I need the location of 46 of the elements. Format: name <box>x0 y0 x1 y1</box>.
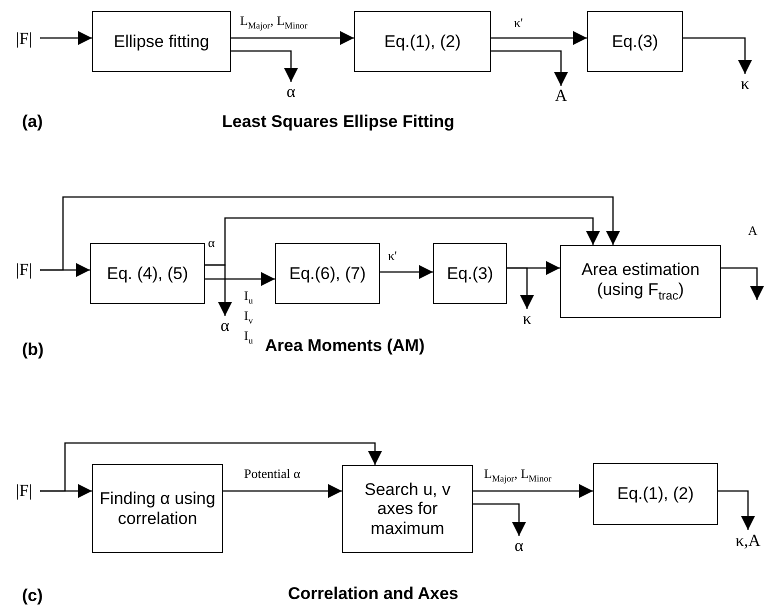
process-box: Eq. (4), (5) <box>90 243 205 304</box>
process-box: Eq.(3) <box>433 243 507 304</box>
edge-label: L$_{Major}$, L$_{Minor}$ <box>484 467 552 484</box>
process-box: Finding α using correlation <box>92 464 223 553</box>
arrow <box>40 196 620 271</box>
arrow <box>473 503 526 536</box>
process-box: Eq.(6), (7) <box>275 243 380 304</box>
symbol-label: α <box>217 316 233 336</box>
panel-letter: (c) <box>22 586 43 606</box>
arrow <box>40 31 92 45</box>
arrow <box>231 31 354 45</box>
panel-letter: (b) <box>22 340 44 360</box>
arrow <box>205 272 275 286</box>
symbol-label: κ <box>737 74 753 94</box>
arrow <box>380 265 433 279</box>
arrow <box>205 264 232 316</box>
process-box: Eq.(1), (2) <box>354 11 491 72</box>
symbol-label: κ,A <box>731 530 765 552</box>
arrow <box>507 267 534 309</box>
process-box: Area estimation (using F$_{trac}$) <box>560 245 721 318</box>
arrow <box>40 442 382 492</box>
arrow <box>491 31 587 45</box>
symbol-label: α <box>283 82 299 102</box>
arrow <box>718 490 755 530</box>
panel-title: Correlation and Axes <box>288 584 458 604</box>
edge-label: Potential α <box>244 467 300 482</box>
symbol-label: A <box>553 86 569 106</box>
symbol-label: |F| <box>8 28 40 50</box>
symbol-label: |F| <box>8 259 40 281</box>
arrow <box>473 484 593 498</box>
symbol-label: |F| <box>8 480 40 502</box>
arrow <box>223 484 342 498</box>
arrow <box>231 50 298 82</box>
symbol-label: κ <box>519 309 535 329</box>
process-box: Eq.(1), (2) <box>593 463 718 525</box>
process-box: Ellipse fitting <box>92 11 231 72</box>
arrow <box>721 267 764 300</box>
arrow <box>491 50 568 86</box>
symbol-label: α <box>511 536 527 556</box>
panel-title: Least Squares Ellipse Fitting <box>222 112 454 132</box>
panel-letter: (a) <box>22 112 43 132</box>
process-box: Eq.(3) <box>587 11 683 72</box>
arrow <box>683 37 752 74</box>
process-box: Search u, v axes for maximum <box>342 465 473 553</box>
panel-title: Area Moments (AM) <box>265 336 425 356</box>
edge-label: L$_{Major}$, L$_{Minor}$ <box>240 14 308 31</box>
